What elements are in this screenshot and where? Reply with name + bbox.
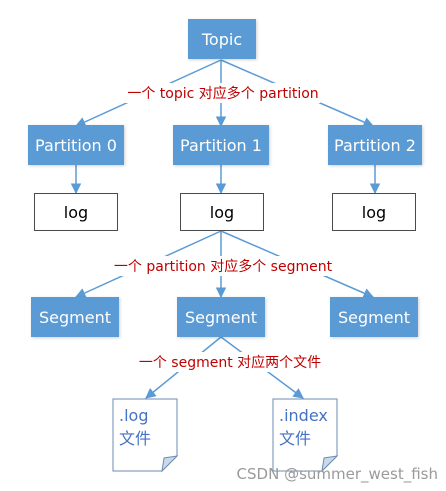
watermark: CSDN @summer_west_fish xyxy=(236,465,438,483)
segment-2-box: Segment xyxy=(330,297,418,337)
annotation-topic-partition: 一个 topic 对应多个 partition xyxy=(125,83,321,103)
annotation-partition-segment: 一个 partition 对应多个 segment xyxy=(111,256,335,276)
partition-1-box: Partition 1 xyxy=(173,125,269,165)
document-icon xyxy=(272,398,338,472)
annotation-segment-files: 一个 segment 对应两个文件 xyxy=(136,352,324,372)
log-box-0: log xyxy=(34,193,118,231)
index-file-label: .index 文件 xyxy=(279,404,328,450)
index-file-kind: 文件 xyxy=(279,429,312,448)
topic-box: Topic xyxy=(188,19,256,59)
log-file-kind: 文件 xyxy=(119,429,152,448)
index-file-document: .index 文件 xyxy=(272,398,338,472)
log-file-document: .log 文件 xyxy=(112,398,178,472)
index-file-name: .index xyxy=(279,406,328,425)
log-box-2: log xyxy=(332,193,416,231)
partition-2-box: Partition 2 xyxy=(328,125,422,165)
segment-1-box: Segment xyxy=(177,297,265,337)
document-icon xyxy=(112,398,178,472)
segment-0-box: Segment xyxy=(31,297,119,337)
partition-0-box: Partition 0 xyxy=(28,125,124,165)
log-box-1: log xyxy=(180,193,264,231)
log-file-name: .log xyxy=(119,406,149,425)
log-file-label: .log 文件 xyxy=(119,404,151,450)
